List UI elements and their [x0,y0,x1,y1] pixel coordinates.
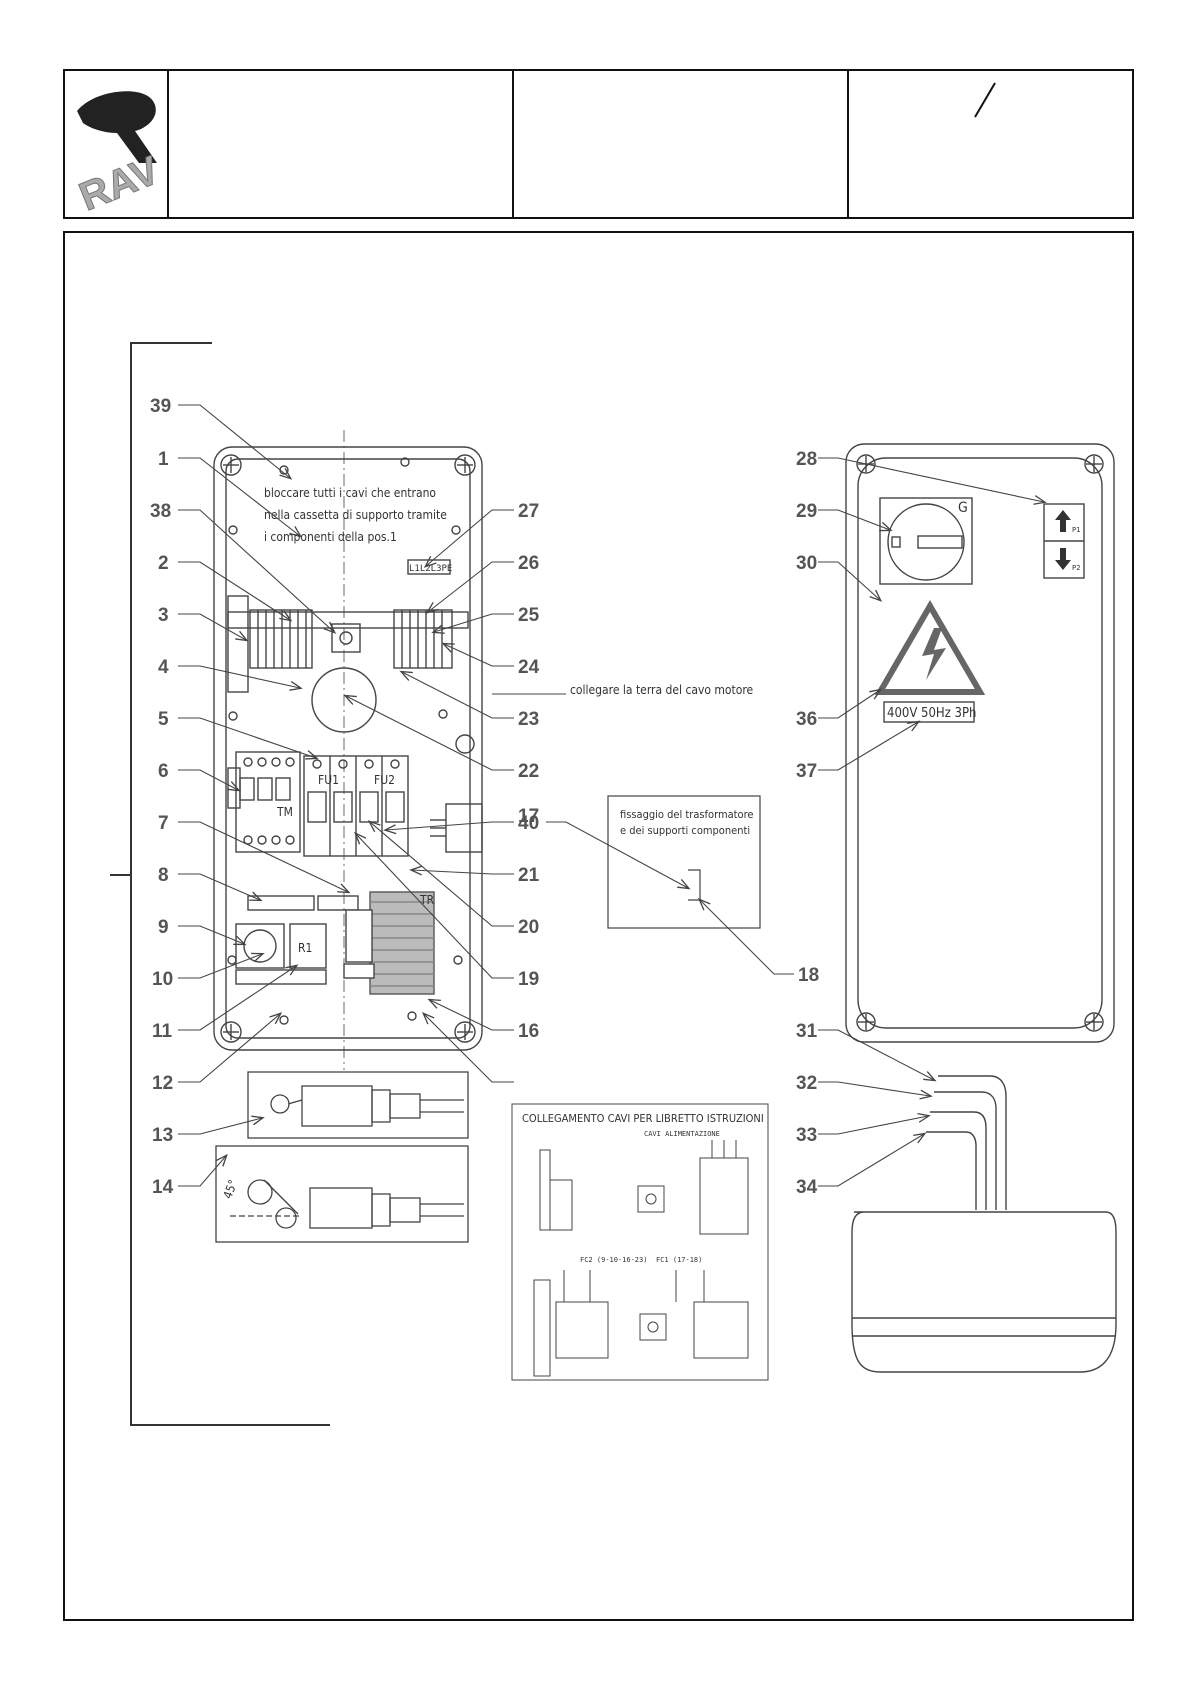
label-p1: P1 [1072,526,1080,534]
limit-switch-14 [215,1145,469,1243]
callout-27: 27 [518,501,539,522]
callout-leaders [178,404,1047,1187]
terminal-text-l123pe: L1L2L3PE [409,564,452,574]
callout-8: 8 [158,865,169,886]
header-frame: RAV [63,69,1134,220]
note-transformer-2: e dei supporti componenti [620,824,750,837]
note-block-cables-2: nella cassetta di supporto tramite [264,508,447,522]
note-block-cables-1: bloccare tutti i cavi che entrano [264,486,436,500]
callout-1: 1 [158,449,169,470]
warning-triangle [874,600,986,695]
callout-23: 23 [518,709,539,730]
timer-relay [235,923,285,969]
note-transformer-1: fissaggio del trasformatore [620,808,754,821]
callout-12: 12 [152,1073,173,1094]
callout-6: 6 [158,761,169,782]
contactor-tm [227,751,301,853]
rav-logo: RAV [73,91,166,220]
control-box-open [213,430,483,1070]
callout-38: 38 [150,501,171,522]
fuse-holders [303,755,409,857]
callout-28: 28 [796,449,817,470]
callout-18-visible: 18 [798,965,819,986]
transformer-tr [343,891,435,995]
callout-17-visible: 17 [518,806,539,827]
control-box-closed [845,443,1115,1043]
terminal-row-lower [247,895,359,911]
note-motor-earth: collegare la terra del cavo motore [570,683,754,697]
note-power-cables: CAVI ALIMENTAZIONE [644,1130,720,1138]
callout-7: 7 [158,813,169,834]
terminal-block-left [249,609,313,669]
voltage-plate [883,701,975,723]
callout-22: 22 [518,761,539,782]
callout-10: 10 [152,969,173,990]
callout-19: 19 [518,969,539,990]
callout-14: 14 [152,1177,174,1198]
callout-37: 37 [796,761,817,782]
page-slash [974,82,996,118]
limit-switch-13 [247,1071,469,1139]
note-block-cables-3: i componenti della pos.1 [264,530,397,544]
cable-clamp [331,623,361,653]
motor-unit [851,1075,1117,1373]
transformer-fixing-inset [607,795,761,929]
note-fc1: FC1 (17-18) [656,1256,702,1264]
connector-40 [445,803,483,853]
header-middle-cell [512,71,849,217]
callout-16: 16 [518,1021,539,1042]
callout-4: 4 [158,657,169,678]
callout-2: 2 [158,553,169,574]
logo-swoosh [77,91,157,163]
callout-36: 36 [796,709,817,730]
callout-numbers: 39 1 38 2 3 4 5 6 7 8 9 10 11 12 13 14 2… [150,396,819,1198]
callout-40: 40 [518,813,539,834]
label-tr: TR [419,893,435,907]
callout-33: 33 [796,1125,817,1146]
callout-29: 29 [796,501,817,522]
label-fu1: FU1 [318,773,339,787]
callout-31: 31 [796,1021,818,1042]
callout-9: 9 [158,917,169,938]
label-g: G [958,500,968,516]
note-wiring-title: COLLEGAMENTO CAVI PER LIBRETTO ISTRUZION… [522,1112,764,1125]
callout-30: 30 [796,553,817,574]
main-frame [63,231,1134,1621]
callout-13: 13 [152,1125,173,1146]
callout-26: 26 [518,553,539,574]
callout-24: 24 [518,657,540,678]
callout-5: 5 [158,709,169,730]
label-tm: TM [276,805,293,819]
assembly-bracket [110,342,330,1426]
callout-3: 3 [158,605,169,626]
note-fc2: FC2 (9-10-16-23) [580,1256,647,1264]
callout-32: 32 [796,1073,817,1094]
arrow-up-p1 [1055,510,1071,532]
logo-cell: RAV [65,71,167,220]
label-voltage: 400V 50Hz 3Ph [887,706,976,721]
callout-20: 20 [518,917,539,938]
main-switch [879,497,973,585]
cable-entry-hole [311,667,377,733]
label-fu2: FU2 [374,773,395,787]
callout-39: 39 [150,396,171,417]
callout-25: 25 [518,605,540,626]
header-right-cell [847,71,1132,217]
label-45-degrees: 45° [221,1178,241,1201]
terminal-block-right [393,609,453,669]
corner-screws [220,454,476,1043]
label-r1: R1 [298,941,312,955]
callout-11: 11 [152,1021,173,1042]
callout-21: 21 [518,865,540,886]
label-p2: P2 [1072,564,1080,572]
relay-r1 [289,923,327,969]
callout-34: 34 [796,1177,818,1198]
wiring-inset [511,1103,769,1381]
header-title-cell [167,71,514,217]
arrow-down-p2 [1055,548,1071,570]
